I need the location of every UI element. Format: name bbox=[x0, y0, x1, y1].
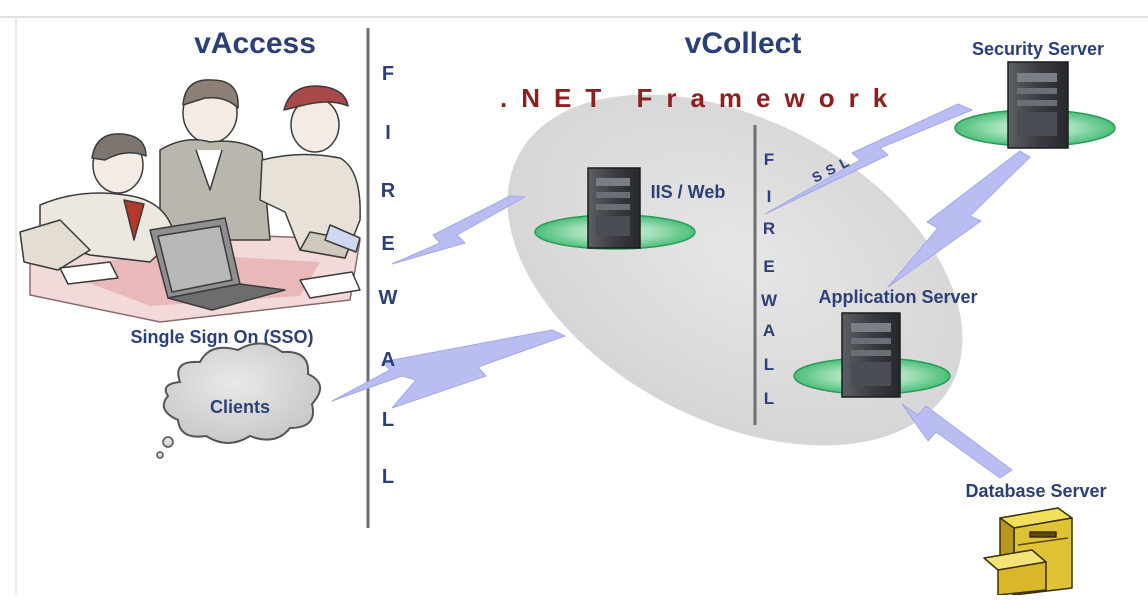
firewall-inner-letter: L bbox=[764, 389, 774, 408]
lightning-ssl bbox=[764, 103, 973, 215]
lightning-iis-to-sso bbox=[391, 195, 526, 265]
database-server-label: Database Server bbox=[965, 481, 1106, 501]
vaccess-title: vAccess bbox=[194, 27, 316, 60]
sso-people-illustration bbox=[19, 79, 361, 323]
firewall-left-letter: R bbox=[381, 180, 396, 202]
vcollect-title: vCollect bbox=[685, 27, 802, 60]
iis-web-server bbox=[534, 167, 696, 250]
firewall-inner-letter: F bbox=[764, 150, 774, 169]
firewall-inner-letter: E bbox=[763, 257, 774, 276]
firewall-inner-letter: W bbox=[761, 291, 778, 310]
firewall-inner: F I R E W A L L bbox=[761, 150, 778, 408]
security-server bbox=[954, 61, 1116, 149]
net-framework-title: .NET Framework bbox=[500, 83, 901, 113]
lightning-security-to-app bbox=[887, 150, 1031, 288]
firewall-left: F I R E W A L L bbox=[379, 63, 398, 488]
firewall-left-letter: W bbox=[379, 287, 398, 309]
firewall-inner-letter: L bbox=[764, 355, 774, 374]
application-server-label: Application Server bbox=[818, 287, 977, 307]
iis-web-label: IIS / Web bbox=[651, 182, 726, 202]
firewall-inner-letter: I bbox=[767, 187, 772, 206]
clients-cloud bbox=[156, 342, 321, 459]
firewall-left-letter: E bbox=[381, 233, 394, 255]
database-server bbox=[983, 507, 1073, 596]
lightning-clients bbox=[331, 329, 566, 409]
lightning-links bbox=[331, 103, 1031, 479]
security-server-label: Security Server bbox=[972, 39, 1104, 59]
firewall-left-letter: A bbox=[381, 349, 395, 371]
clients-label: Clients bbox=[210, 397, 270, 417]
lightning-db-to-app bbox=[901, 403, 1013, 479]
firewall-left-letter: L bbox=[382, 466, 394, 488]
sso-label: Single Sign On (SSO) bbox=[130, 327, 313, 347]
firewall-left-letter: L bbox=[382, 409, 394, 431]
firewall-inner-letter: R bbox=[763, 219, 775, 238]
firewall-left-letter: F bbox=[382, 63, 394, 85]
firewall-inner-letter: A bbox=[763, 321, 775, 340]
firewall-left-letter: I bbox=[385, 122, 391, 144]
application-server bbox=[793, 312, 951, 398]
